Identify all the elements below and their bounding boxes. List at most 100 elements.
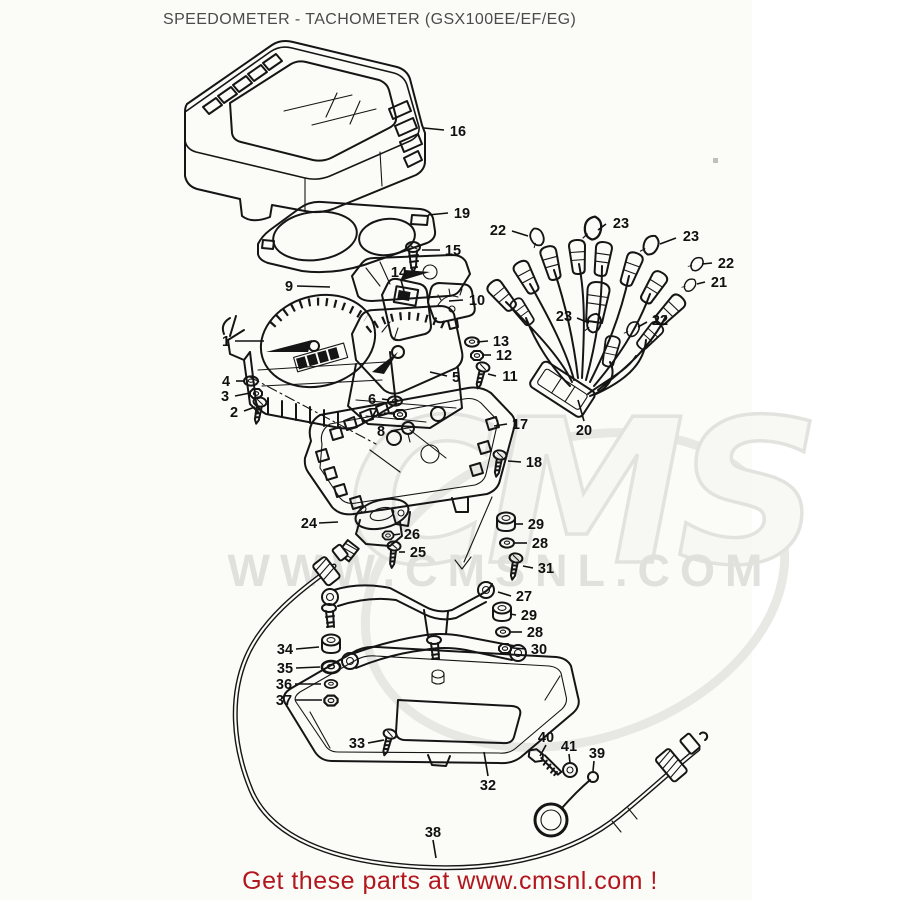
part-callout-10-10: 10 bbox=[448, 293, 485, 309]
callout-leader-line bbox=[296, 285, 331, 288]
callout-leader-line bbox=[507, 460, 522, 463]
part-number-label: 6 bbox=[368, 392, 376, 408]
part-number-label: 29 bbox=[521, 608, 537, 624]
part-number-label: 16 bbox=[450, 124, 466, 140]
cover-ribs bbox=[388, 100, 423, 168]
part-callout-34-37: 34 bbox=[277, 642, 320, 658]
assembly-reference-line bbox=[454, 496, 493, 570]
part-22-bulb bbox=[623, 318, 643, 340]
part-callout-22-5: 22 bbox=[701, 256, 734, 272]
part-28-washer bbox=[495, 626, 511, 638]
part-number-label: 41 bbox=[561, 739, 577, 755]
part-number-label: 26 bbox=[404, 527, 420, 543]
callout-leader-line bbox=[512, 647, 527, 650]
callout-leader-line bbox=[427, 212, 449, 216]
part-callout-6-21: 6 bbox=[368, 392, 390, 408]
part-41-washer bbox=[562, 762, 578, 778]
callout-leader-line bbox=[539, 744, 547, 757]
part-number-label: 17 bbox=[512, 417, 528, 433]
part-callout-28-30: 28 bbox=[515, 536, 548, 552]
part-19-meter-panel bbox=[257, 200, 437, 274]
callout-leader-line bbox=[637, 321, 648, 328]
part-number-label: 5 bbox=[452, 370, 460, 386]
part-23-bulb bbox=[639, 231, 663, 259]
callout-leader-line bbox=[511, 230, 529, 237]
part-number-label: 34 bbox=[277, 642, 293, 658]
part-callout-37-40: 37 bbox=[276, 693, 322, 709]
part-callout-32-42: 32 bbox=[480, 751, 496, 794]
callout-leader-line bbox=[659, 237, 677, 245]
part-22-bulb bbox=[527, 225, 547, 249]
callout-leader-line bbox=[429, 371, 448, 377]
bulb-socket bbox=[567, 238, 588, 276]
part-36-washer bbox=[323, 678, 339, 690]
callout-leader-line bbox=[568, 753, 571, 764]
callout-leader-line bbox=[597, 223, 607, 231]
part-number-label: 28 bbox=[527, 625, 543, 641]
callout-leader-line bbox=[487, 373, 497, 377]
part-12-nut bbox=[470, 350, 484, 361]
main-bulb-socket bbox=[585, 281, 611, 324]
part-callout-38-46: 38 bbox=[425, 825, 441, 859]
part-number-label: 40 bbox=[538, 730, 554, 746]
part-30-nut bbox=[498, 643, 512, 654]
part-16-upper-cover bbox=[184, 40, 426, 222]
part-callout-39-45: 39 bbox=[589, 746, 605, 772]
callout-leader-line bbox=[432, 839, 437, 859]
part-number-label: 37 bbox=[276, 693, 292, 709]
part-13-washer bbox=[464, 336, 480, 348]
part-callout-35-38: 35 bbox=[277, 661, 321, 677]
callout-leader-line bbox=[476, 340, 489, 343]
part-number-label: 28 bbox=[532, 536, 548, 552]
part-number-label: 33 bbox=[349, 736, 365, 752]
callout-leader-line bbox=[522, 565, 534, 569]
part-number-label: 10 bbox=[469, 293, 485, 309]
bulb-socket bbox=[510, 257, 543, 298]
cable-ferrule bbox=[655, 748, 688, 783]
callout-leader-line bbox=[381, 398, 390, 401]
part-callout-17-24: 17 bbox=[493, 417, 528, 433]
part-callout-41-44: 41 bbox=[561, 739, 577, 764]
part-number-label: 27 bbox=[516, 589, 532, 605]
cable-tip bbox=[679, 732, 701, 755]
part-number-label: 22 bbox=[652, 313, 668, 329]
part-number-label: 11 bbox=[502, 369, 517, 385]
callout-leader-line bbox=[483, 751, 489, 777]
part-callout-19-1: 19 bbox=[427, 206, 470, 222]
part-number-label: 35 bbox=[277, 661, 293, 677]
part-number-label: 22 bbox=[718, 256, 734, 272]
part-callout-31-32: 31 bbox=[522, 561, 554, 577]
callout-leader-line bbox=[400, 279, 405, 292]
callout-leader-line bbox=[392, 533, 401, 536]
part-number-label: 39 bbox=[589, 746, 605, 762]
part-callout-23-4: 23 bbox=[659, 229, 699, 245]
part-17-lower-case bbox=[303, 386, 516, 527]
callout-leader-line bbox=[243, 406, 256, 412]
bulb-socket bbox=[616, 249, 646, 289]
part-number-label: 24 bbox=[301, 516, 317, 532]
part-callout-14-8: 14 bbox=[391, 265, 407, 292]
callout-leader-line bbox=[592, 760, 595, 772]
part-38-speedometer-cable bbox=[232, 543, 709, 871]
part-21-bulb bbox=[680, 275, 699, 295]
part-39-clamp-ring bbox=[533, 771, 599, 838]
callout-leader-line bbox=[383, 412, 395, 415]
part-number-label: 19 bbox=[454, 206, 470, 222]
bulb-socket bbox=[484, 276, 521, 315]
callout-leader-line bbox=[577, 399, 585, 422]
part-number-label: 18 bbox=[526, 455, 542, 471]
callout-leader-line bbox=[701, 262, 713, 265]
part-37-nut bbox=[323, 694, 339, 707]
part-callout-30-36: 30 bbox=[512, 642, 547, 658]
part-number-label: 8 bbox=[377, 424, 385, 440]
part-callout-1-11: 1 bbox=[222, 334, 264, 350]
part-10-gauge bbox=[426, 282, 476, 330]
part-callout-7-22: 7 bbox=[370, 406, 395, 422]
part-number-label: 22 bbox=[490, 223, 506, 239]
part-number-label: 3 bbox=[221, 389, 229, 405]
bulb-socket bbox=[507, 295, 538, 329]
part-callout-5-15: 5 bbox=[429, 370, 460, 386]
